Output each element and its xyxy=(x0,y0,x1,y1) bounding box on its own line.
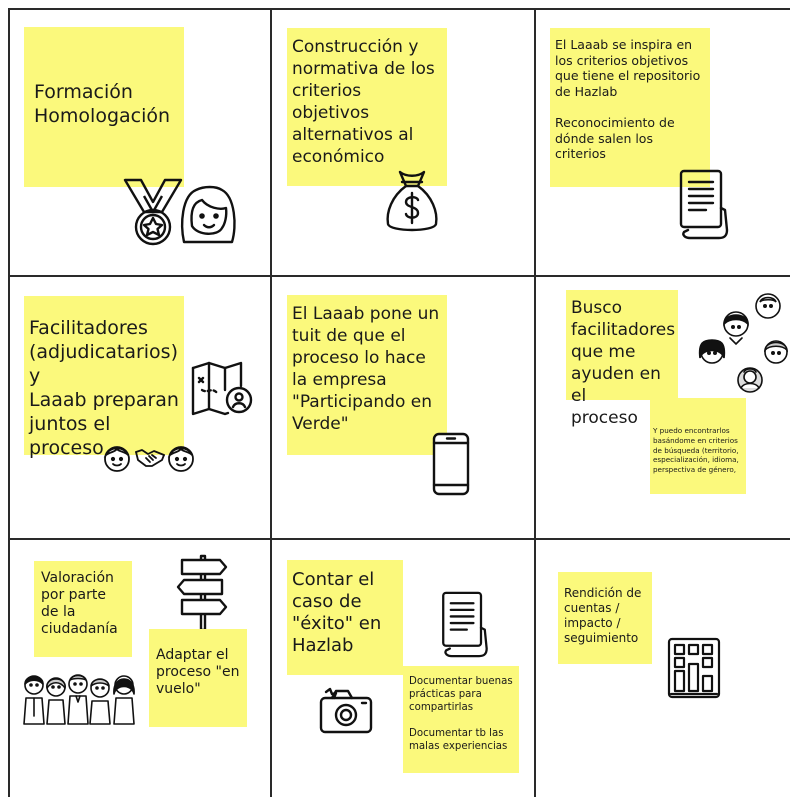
crowd-icon xyxy=(20,672,146,728)
sticky-note-construccion: Construcción y normativa de los criterio… xyxy=(287,28,447,186)
note-text: El Laaab se inspira en los criterios obj… xyxy=(555,37,701,99)
woman-face-icon xyxy=(178,184,238,248)
note-text: Adaptar el proceso "en vuelo" xyxy=(156,647,240,697)
note-text: Reconocimiento de dónde salen los criter… xyxy=(555,115,675,161)
note-text: El Laaab pone un tuit de que el proceso … xyxy=(292,304,440,434)
note-text: Construcción y normativa de los criterio… xyxy=(292,37,435,167)
sticky-note-adaptar: Adaptar el proceso "en vuelo" xyxy=(149,629,247,727)
grid-line xyxy=(8,8,10,797)
grid-line xyxy=(8,538,790,540)
sticky-note-laaab-tuit: El Laaab pone un tuit de que el proceso … xyxy=(287,295,447,455)
sticky-note-puedo-encontrarlos: Y puedo encontrarlos basándome en criter… xyxy=(650,398,746,494)
sticky-note-rendicion: Rendición de cuentas / impacto / seguimi… xyxy=(558,572,652,664)
grid-line xyxy=(534,8,536,797)
note-text: Contar el caso de "éxito" en Hazlab xyxy=(292,569,382,656)
smartphone-icon xyxy=(432,432,470,496)
note-text: Facilitadores (adjudicatarios) y Laaab p… xyxy=(29,317,179,459)
sticky-note-laaab-inspira: El Laaab se inspira en los criterios obj… xyxy=(550,28,710,187)
sticky-note-contar: Contar el caso de "éxito" en Hazlab xyxy=(287,560,403,675)
sticky-note-facilitadores: Facilitadores (adjudicatarios) y Laaab p… xyxy=(24,296,184,459)
note-text: Documentar buenas prácticas para compart… xyxy=(409,676,513,713)
money-bag-icon xyxy=(384,168,440,236)
boy-face-icon xyxy=(102,443,132,473)
document-scroll-icon xyxy=(674,168,732,240)
note-text: Rendición de cuentas / impacto / seguimi… xyxy=(564,586,642,645)
sticky-note-formacion: Formación Homologación xyxy=(24,27,184,187)
grid-line xyxy=(8,275,790,277)
sticky-note-busco: Busco facilitadores que me ayuden en el … xyxy=(566,290,678,428)
note-text: Documentar tb las malas experiencias xyxy=(409,728,508,752)
sticky-note-documentar: Documentar buenas prácticas para compart… xyxy=(403,666,519,773)
grid-line xyxy=(8,8,790,10)
note-text: Formación Homologación xyxy=(34,81,171,127)
sticky-note-valoracion: Valoración por parte de la ciudadanía xyxy=(34,561,132,657)
building-chart-icon xyxy=(666,636,722,700)
people-avatars-icon xyxy=(690,292,788,402)
note-text: Valoración por parte de la ciudadanía xyxy=(41,570,118,637)
boy-face-icon xyxy=(166,443,196,473)
note-text: Y puedo encontrarlos basándome en criter… xyxy=(653,426,739,475)
camera-icon xyxy=(318,686,374,736)
handshake-icon xyxy=(134,446,166,470)
medal-icon xyxy=(122,178,184,248)
grid-line xyxy=(270,8,272,797)
document-scroll-icon xyxy=(436,590,492,658)
note-text: Busco facilitadores que me ayuden en el … xyxy=(571,298,676,428)
signpost-icon xyxy=(176,554,230,632)
map-search-icon xyxy=(190,360,256,418)
